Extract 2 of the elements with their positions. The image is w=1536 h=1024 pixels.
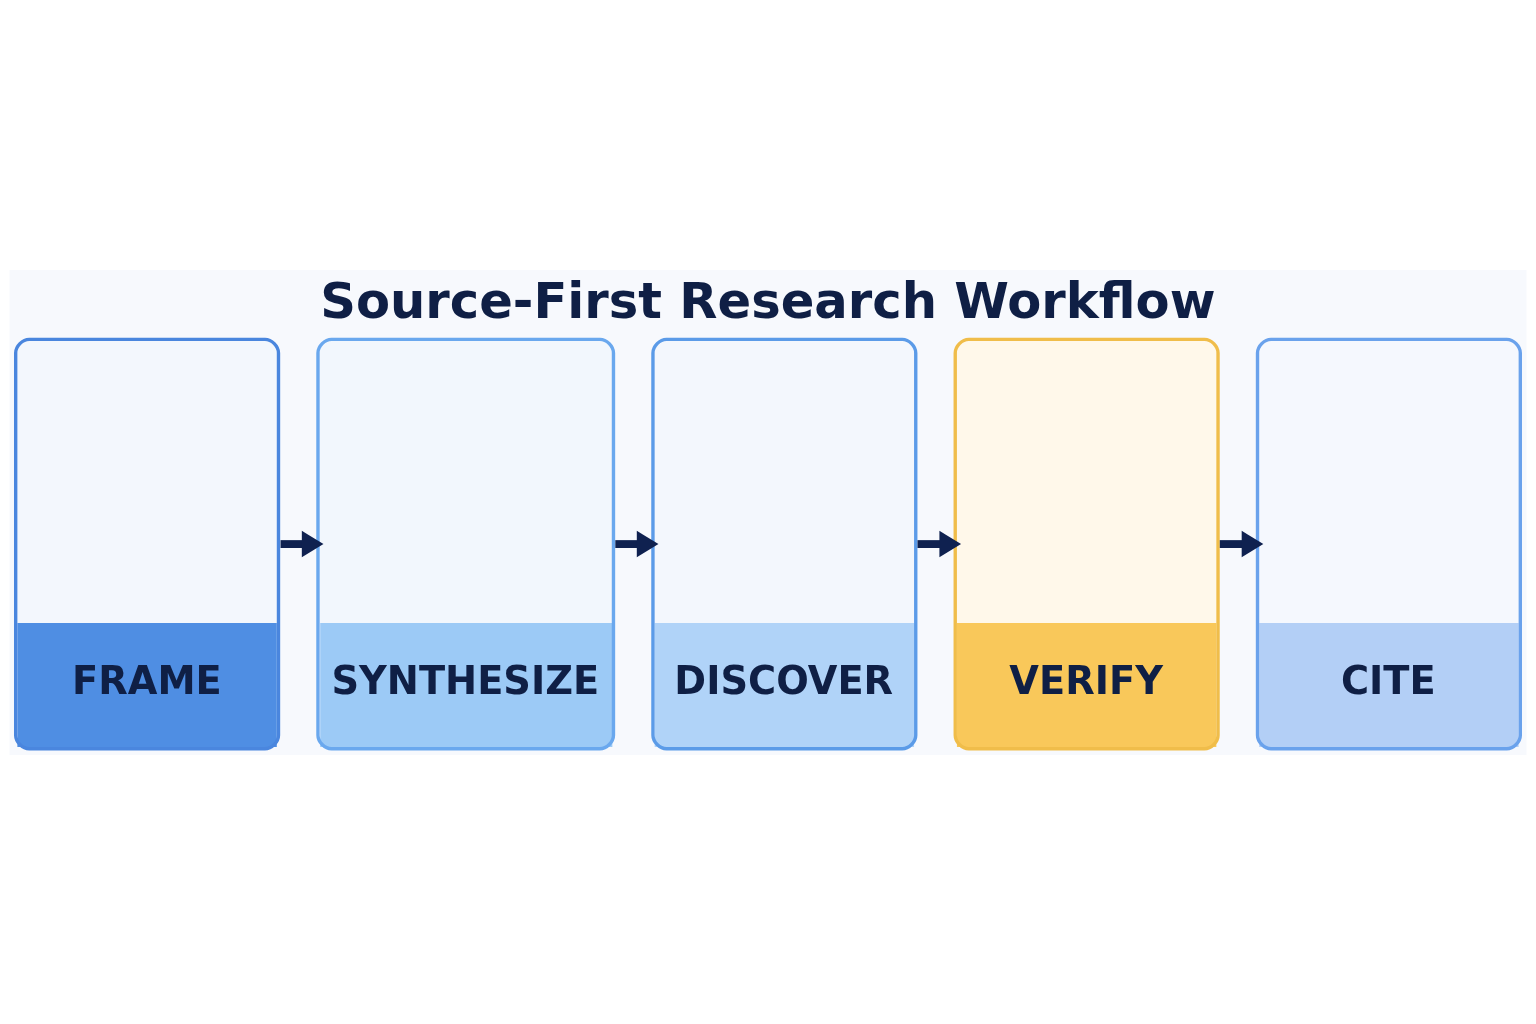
arrow [1219,530,1264,557]
diagram-title: Source-First Research Workflow [320,271,1216,330]
